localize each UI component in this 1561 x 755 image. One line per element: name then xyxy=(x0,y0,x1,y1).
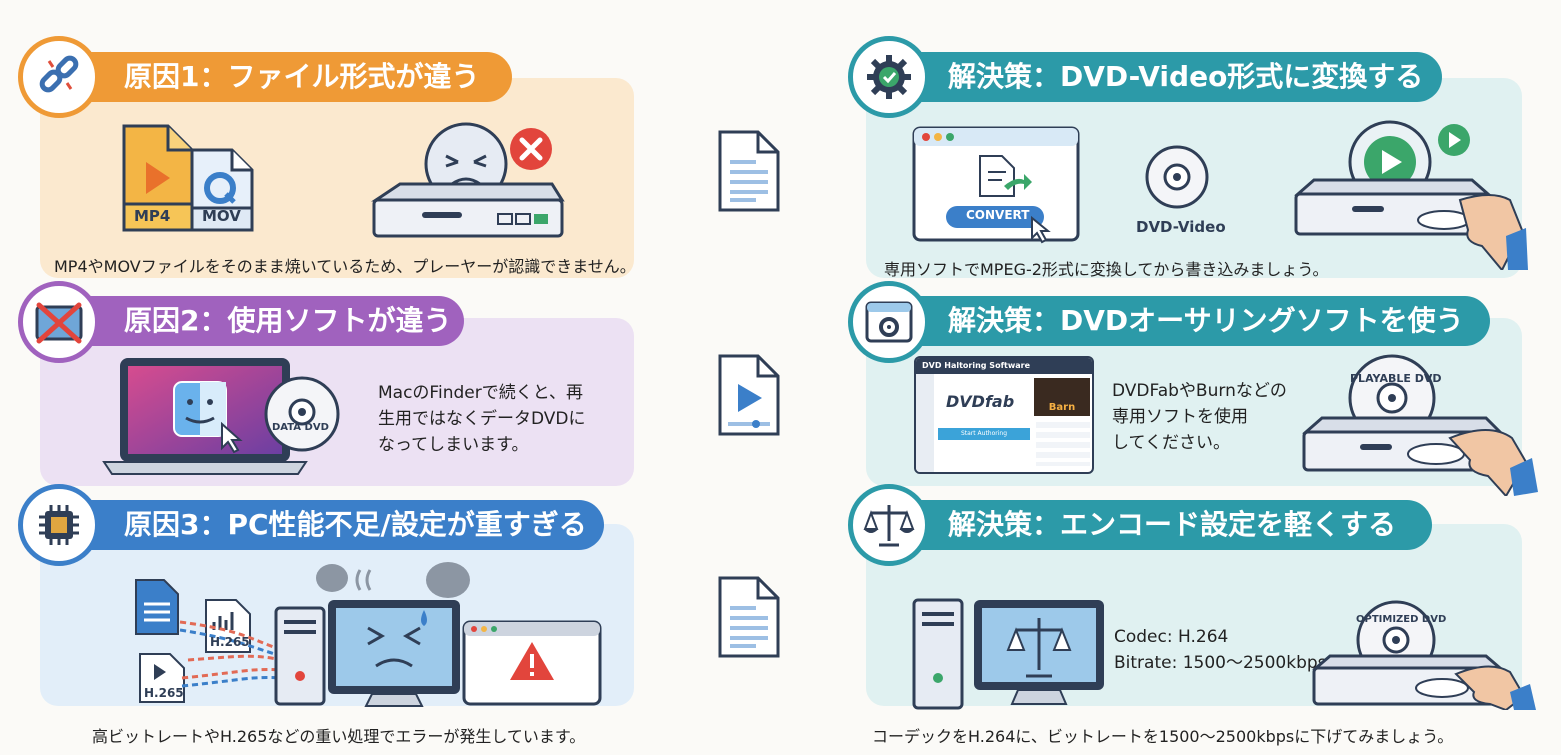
solution-3-title: 解決策：エンコード設定を軽くする xyxy=(876,500,1432,550)
h265-file-label-2: H.265 xyxy=(144,686,184,700)
convert-software-window xyxy=(912,126,1080,244)
authoring-window-sidebar xyxy=(916,374,934,472)
bitrate-spec: Bitrate: 1500〜2500kbps xyxy=(1114,653,1327,673)
dvdfab-brand: DVDfab xyxy=(946,392,1015,411)
gear-check-icon xyxy=(848,36,930,118)
authoring-window-list xyxy=(1036,422,1090,466)
mp4-label: MP4 xyxy=(134,207,171,225)
start-authoring-button[interactable]: Start Authoring xyxy=(938,428,1030,440)
dvd-player-play-illustration xyxy=(1294,120,1528,270)
document-icon xyxy=(718,576,780,658)
authoring-window-title: DVD Haltoring Software xyxy=(922,361,1031,370)
solution-2-description-line-2: 専用ソフトを使用 xyxy=(1112,407,1248,427)
data-dvd-disc-icon xyxy=(264,376,340,452)
overloaded-pc-illustration xyxy=(135,562,602,707)
burn-tile-label: Barn xyxy=(1048,402,1076,413)
cause-1-title: 原因1：ファイル形式が違う xyxy=(52,52,512,102)
cause-2-description: MacのFinderで続くと、再 生用ではなくデータDVDに なってしまいます。 xyxy=(378,380,586,458)
burn-tile: Barn xyxy=(1034,378,1090,416)
h265-file-label-1: H.265 xyxy=(210,635,250,649)
video-file-icon xyxy=(718,354,780,436)
crossed-window-icon xyxy=(18,281,100,363)
authoring-window-titlebar: DVD Haltoring Software xyxy=(916,358,1092,374)
solution-1-caption: 専用ソフトでMPEG-2形式に変換してから書き込みましょう。 xyxy=(884,260,1329,279)
mov-file-icon xyxy=(190,148,254,232)
cause-2-title: 原因2：使用ソフトが違う xyxy=(52,296,464,346)
cause-2-description-line-3: なってしまいます。 xyxy=(378,435,529,455)
confused-dvd-player-illustration xyxy=(371,122,565,238)
solution-1-title: 解決策：DVD-Video形式に変換する xyxy=(876,52,1442,102)
solution-2-description: DVDFabやBurnなどの 専用ソフトを使用 してください。 xyxy=(1112,378,1287,456)
solution-2-description-line-3: してください。 xyxy=(1112,433,1230,453)
solution-3-specs: Codec: H.264 Bitrate: 1500〜2500kbps xyxy=(1114,624,1327,676)
dvd-video-disc-icon xyxy=(1145,145,1209,209)
cause-2-description-line-1: MacのFinderで続くと、再 xyxy=(378,383,584,403)
solution-2-description-line-1: DVDFabやBurnなどの xyxy=(1112,381,1287,401)
cause-3-caption: 高ビットレートやH.265などの重い処理でエラーが発生しています。 xyxy=(92,727,586,746)
solution-2-title: 解決策：DVDオーサリングソフトを使う xyxy=(876,296,1490,346)
cause-2-description-line-2: 生用ではなくデータDVDに xyxy=(378,409,586,429)
dvd-video-label: DVD-Video xyxy=(1136,218,1226,236)
cause-3-title: 原因3：PC性能不足/設定が重すぎる xyxy=(52,500,604,550)
balance-scale-icon xyxy=(848,484,930,566)
error-x-icon xyxy=(510,128,552,170)
broken-link-icon xyxy=(18,36,100,118)
settings-window-icon xyxy=(848,281,930,363)
optimized-dvd-player-illustration xyxy=(1311,600,1536,710)
optimized-dvd-label: OPTIMIZED DVD xyxy=(1356,614,1447,625)
start-authoring-label: Start Authoring xyxy=(960,430,1008,437)
mov-label: MOV xyxy=(202,207,241,225)
mac-laptop-finder-illustration xyxy=(102,358,308,475)
playable-dvd-label: PLAYABLE DVD xyxy=(1350,372,1442,385)
solution-3-caption: コーデックをH.264に、ビットレートを1500〜2500kbpsに下げてみまし… xyxy=(872,727,1454,746)
authoring-software-window: DVD Haltoring Software DVDfab Barn Start… xyxy=(914,356,1094,474)
codec-spec: Codec: H.264 xyxy=(1114,627,1229,647)
document-icon xyxy=(718,130,780,212)
pc-balance-illustration xyxy=(912,598,1104,710)
playable-dvd-player-illustration xyxy=(1302,354,1538,496)
cause-1-caption: MP4やMOVファイルをそのまま焼いているため、プレーヤーが認識できません。 xyxy=(54,257,636,276)
convert-button[interactable]: CONVERT xyxy=(966,208,1030,222)
cpu-chip-icon xyxy=(18,484,100,566)
data-dvd-label: DATA DVD xyxy=(272,422,329,433)
